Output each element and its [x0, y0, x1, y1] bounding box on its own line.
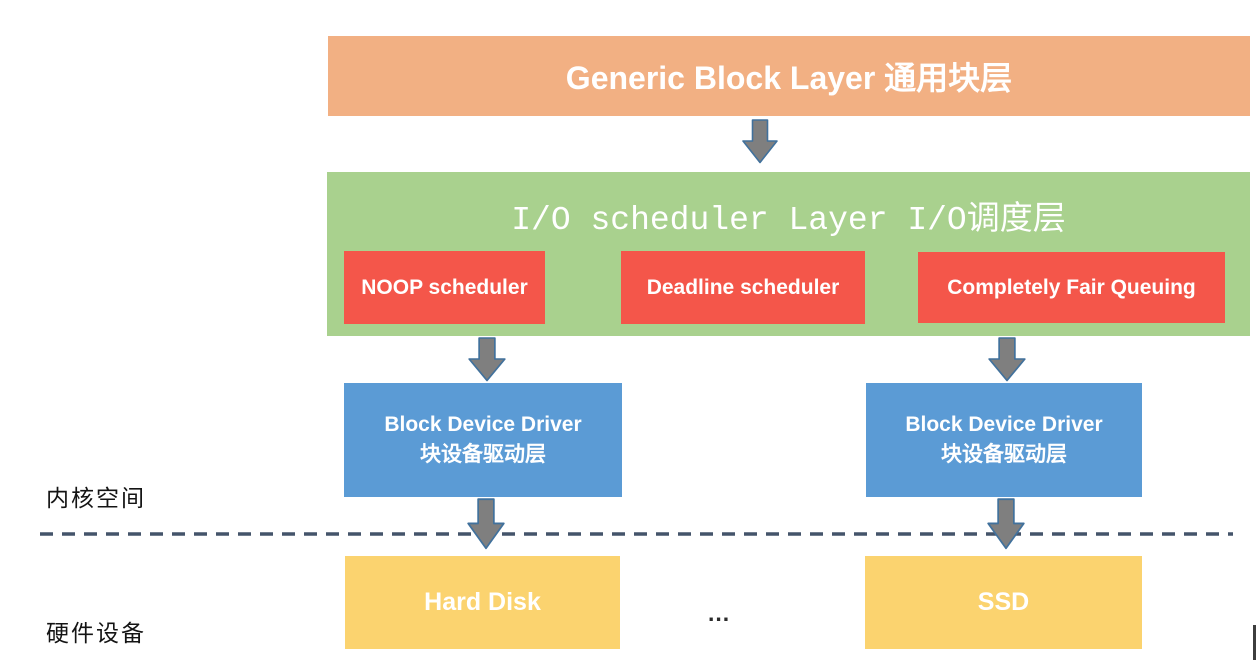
deadline-scheduler-box: Deadline scheduler [621, 251, 865, 324]
cfq-scheduler-box: Completely Fair Queuing [918, 252, 1225, 323]
kernel-hardware-divider-line [0, 525, 1256, 536]
block-device-driver-left-label-zh: 块设备驱动层 [420, 443, 546, 466]
noop-scheduler-box: NOOP scheduler [344, 251, 545, 324]
deadline-scheduler-label: Deadline scheduler [646, 275, 840, 299]
hard-disk-label: Hard Disk [424, 588, 541, 616]
hard-disk-box: Hard Disk [345, 556, 620, 649]
more-devices-ellipsis: ... [708, 600, 731, 626]
ssd-box: SSD [865, 556, 1142, 649]
block-device-driver-left-box: Block Device Driver 块设备驱动层 [344, 383, 622, 497]
generic-block-layer-label: Generic Block Layer 通用块层 [565, 60, 1013, 96]
kernel-space-label: 内核空间 [46, 486, 146, 512]
down-arrow-icon [740, 119, 780, 164]
block-device-driver-right-label-zh: 块设备驱动层 [941, 443, 1067, 466]
io-scheduler-layer-label: I/O scheduler Layer I/O调度层 [511, 202, 1066, 239]
down-arrow-icon [985, 498, 1027, 550]
down-arrow-icon [465, 498, 507, 550]
generic-block-layer-box: Generic Block Layer 通用块层 [328, 36, 1250, 116]
block-device-driver-right-label-en: Block Device Driver [905, 413, 1103, 436]
block-device-driver-right-box: Block Device Driver 块设备驱动层 [866, 383, 1142, 497]
block-device-driver-left-label-en: Block Device Driver [384, 413, 582, 436]
hardware-devices-label: 硬件设备 [46, 621, 146, 647]
right-edge-bar [1253, 625, 1256, 660]
down-arrow-icon [466, 337, 508, 382]
ssd-label: SSD [977, 588, 1030, 616]
cfq-scheduler-label: Completely Fair Queuing [947, 275, 1196, 299]
noop-scheduler-label: NOOP scheduler [361, 275, 528, 299]
down-arrow-icon [986, 337, 1028, 382]
